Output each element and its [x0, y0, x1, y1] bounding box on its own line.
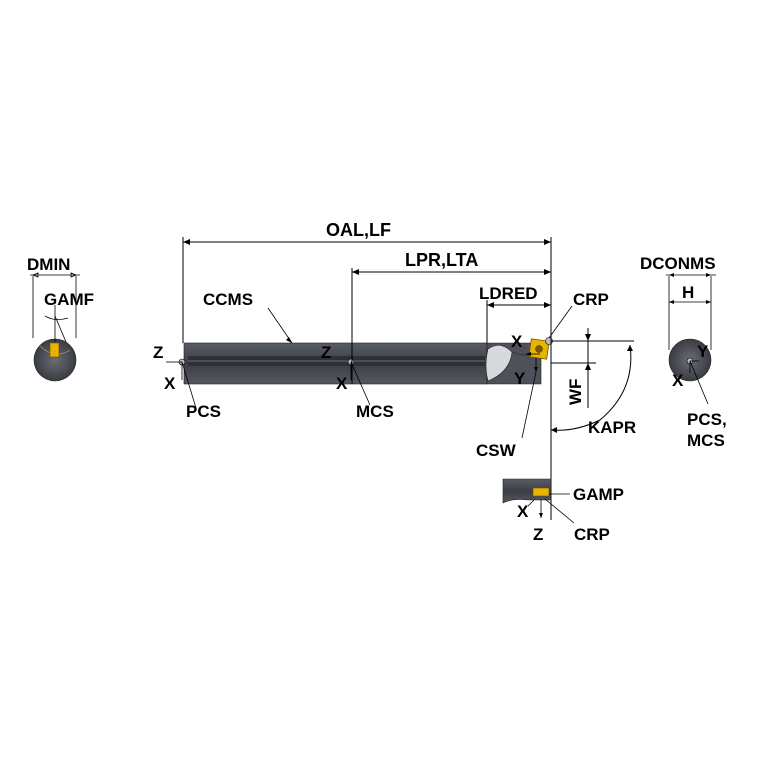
kapr-label: KAPR: [588, 418, 636, 437]
x-right-label: X: [672, 371, 684, 390]
x-bottom-label: X: [517, 502, 529, 521]
crp-top-label: CRP: [573, 290, 609, 309]
y-right-label: Y: [697, 342, 709, 361]
x-tip-label: X: [511, 332, 523, 351]
h-label: H: [682, 283, 694, 302]
dmin-label: DMIN: [27, 255, 70, 274]
gamf-label: GAMF: [44, 290, 94, 309]
z-mid-label: Z: [321, 343, 331, 362]
dim-wf: [551, 328, 634, 408]
mcs-right-label: MCS: [687, 431, 725, 450]
insert-screw: [535, 345, 543, 353]
gamp-label: GAMP: [573, 485, 624, 504]
dim-kapr: [550, 344, 633, 433]
pcs-axes: [166, 361, 197, 409]
head-chip-flute: [485, 344, 513, 382]
bottom-detail-view: [502, 478, 575, 524]
csw-label: CSW: [476, 441, 517, 460]
wf-label: WF: [566, 379, 585, 405]
ldred-label: LDRED: [479, 284, 538, 303]
pcs-right-label: PCS,: [687, 410, 727, 429]
left-end-view: [30, 272, 80, 382]
y-tip-label: Y: [514, 369, 526, 388]
crp-top-leader: [548, 305, 573, 339]
left-end-insert: [49, 342, 60, 358]
bottom-insert: [532, 487, 550, 497]
oal-lf-label: OAL,LF: [326, 220, 391, 240]
mcs-label: MCS: [356, 402, 394, 421]
right-end-view: [666, 273, 716, 405]
pcs-left-label: PCS: [186, 402, 221, 421]
x-mid-label: X: [336, 374, 348, 393]
x-left-label: X: [164, 374, 176, 393]
dim-ldred: [486, 300, 551, 343]
crp-bottom-label: CRP: [574, 525, 610, 544]
csw-leader: [521, 371, 537, 439]
dim-oal-lf: [182, 237, 552, 520]
tip-axes: [526, 352, 540, 372]
mcs-axes: [350, 361, 371, 406]
dconms-label: DCONMS: [640, 254, 716, 273]
z-bottom-label: Z: [533, 525, 543, 544]
z-left-label: Z: [153, 343, 163, 362]
tool-side-view: [178, 337, 553, 385]
lpr-lta-label: LPR,LTA: [405, 250, 478, 270]
ccms-leader: [267, 307, 293, 344]
ccms-label: CCMS: [203, 290, 253, 309]
